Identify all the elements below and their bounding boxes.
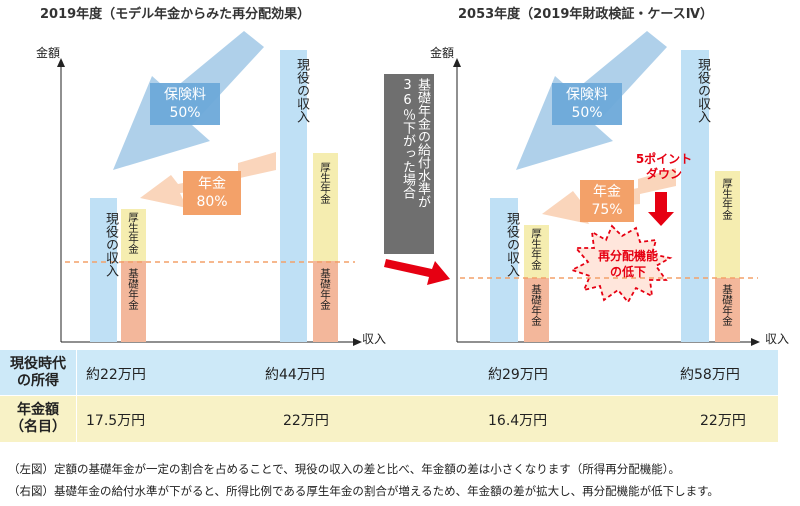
right-pension-line1: 年金 [593, 184, 621, 200]
right-premium-label: 保険料 50% [552, 86, 622, 122]
table-row-divider [0, 395, 778, 396]
point-down-line2: ダウン [645, 167, 682, 181]
left-high-kosei-bar [313, 153, 338, 261]
right-high-income-bar [681, 50, 709, 342]
middle-callout [384, 74, 434, 254]
right-premium-line1: 保険料 [566, 87, 608, 103]
burst-line1: 再分配機能 [597, 249, 658, 263]
row1-cell: 約58万円 [680, 367, 740, 383]
right-low-kiso-bar [524, 278, 549, 342]
right-x-axis-label: 収入 [765, 332, 790, 346]
left-x-axis-label: 収入 [362, 332, 387, 346]
right-high-kosei-bar [715, 171, 740, 278]
right-burst [569, 224, 673, 304]
burst-label: 再分配機能 の低下 [586, 248, 670, 280]
left-panel-title: 2019年度（モデル年金からみた再分配効果） [40, 7, 311, 22]
row1-header-line1: 現役時代 [10, 356, 66, 372]
row2-cell: 22万円 [283, 413, 329, 429]
right-low-kosei-label: 厚生年金 [530, 228, 542, 270]
left-premium-line2: 50% [169, 105, 201, 121]
right-low-kiso-label: 基礎年金 [530, 284, 542, 326]
left-y-axis-label: 金額 [36, 46, 61, 60]
row1-header: 現役時代 の所得 [0, 356, 76, 390]
right-high-kiso-bar [715, 278, 740, 342]
note-right: （右図）基礎年金の給付水準が下がると、所得比例である厚生年金の割合が増えるため、… [8, 484, 719, 498]
left-low-kosei-bar [121, 209, 146, 261]
right-high-income-label: 現役の収入 [695, 58, 710, 123]
row2-cell: 17.5万円 [86, 413, 146, 429]
row2-header: 年金額 （名目） [0, 402, 76, 436]
table-row-income [0, 350, 778, 396]
left-high-kiso-label: 基礎年金 [319, 268, 331, 310]
left-high-income-bar [280, 50, 307, 342]
point-down-label: 5ポイント ダウン [626, 152, 702, 182]
left-low-kiso-label: 基礎年金 [127, 268, 139, 310]
left-high-kiso-bar [313, 261, 338, 342]
right-pension-line2: 75% [591, 202, 623, 218]
left-high-kosei-label: 厚生年金 [319, 162, 331, 204]
left-high-income-label: 現役の収入 [294, 58, 309, 123]
left-pension-label: 年金 80% [183, 175, 241, 211]
burst-line2: の低下 [609, 265, 646, 279]
left-low-kosei-label: 厚生年金 [127, 212, 139, 254]
row1-header-line2: の所得 [17, 373, 59, 389]
row2-header-line1: 年金額 [17, 402, 59, 418]
row2-cell: 16.4万円 [488, 413, 548, 429]
table-header-divider [76, 350, 77, 442]
left-premium-line1: 保険料 [164, 87, 206, 103]
right-low-income-label: 現役の収入 [504, 212, 519, 277]
right-panel-title: 2053年度（2019年財政検証・ケースⅣ） [458, 7, 713, 22]
note-left: （左図）定額の基礎年金が一定の割合を占めることで、現役の収入の差と比べ、年金額の… [8, 462, 680, 476]
left-low-income-label: 現役の収入 [103, 212, 118, 277]
left-low-income-bar [90, 198, 117, 342]
row1-cell: 約29万円 [488, 367, 548, 383]
right-high-kiso-label: 基礎年金 [721, 284, 733, 326]
left-pension-line2: 80% [196, 194, 228, 210]
left-premium-label: 保険料 50% [150, 86, 220, 122]
left-pension-line1: 年金 [198, 176, 226, 192]
row1-cell: 約44万円 [265, 367, 325, 383]
row2-cell: 22万円 [700, 413, 746, 429]
right-low-kosei-bar [524, 225, 549, 278]
left-low-kiso-bar [121, 261, 146, 342]
right-y-axis-label: 金額 [430, 46, 455, 60]
right-chart-graphics [453, 31, 760, 346]
middle-red-arrow [384, 259, 450, 285]
table-row-pension [0, 396, 778, 442]
row2-header-line2: （名目） [10, 419, 66, 435]
right-down-arrow [648, 192, 674, 226]
middle-callout-text: 基礎年金の給付水準が36％下がった場合 [400, 78, 430, 208]
right-premium-line2: 50% [571, 105, 603, 121]
right-low-income-bar [490, 198, 518, 342]
row1-cell: 約22万円 [86, 367, 146, 383]
right-pension-label: 年金 75% [580, 183, 634, 219]
right-high-kosei-label: 厚生年金 [721, 178, 733, 220]
left-chart-graphics [57, 31, 362, 346]
point-down-line1: 5ポイント [635, 152, 693, 166]
